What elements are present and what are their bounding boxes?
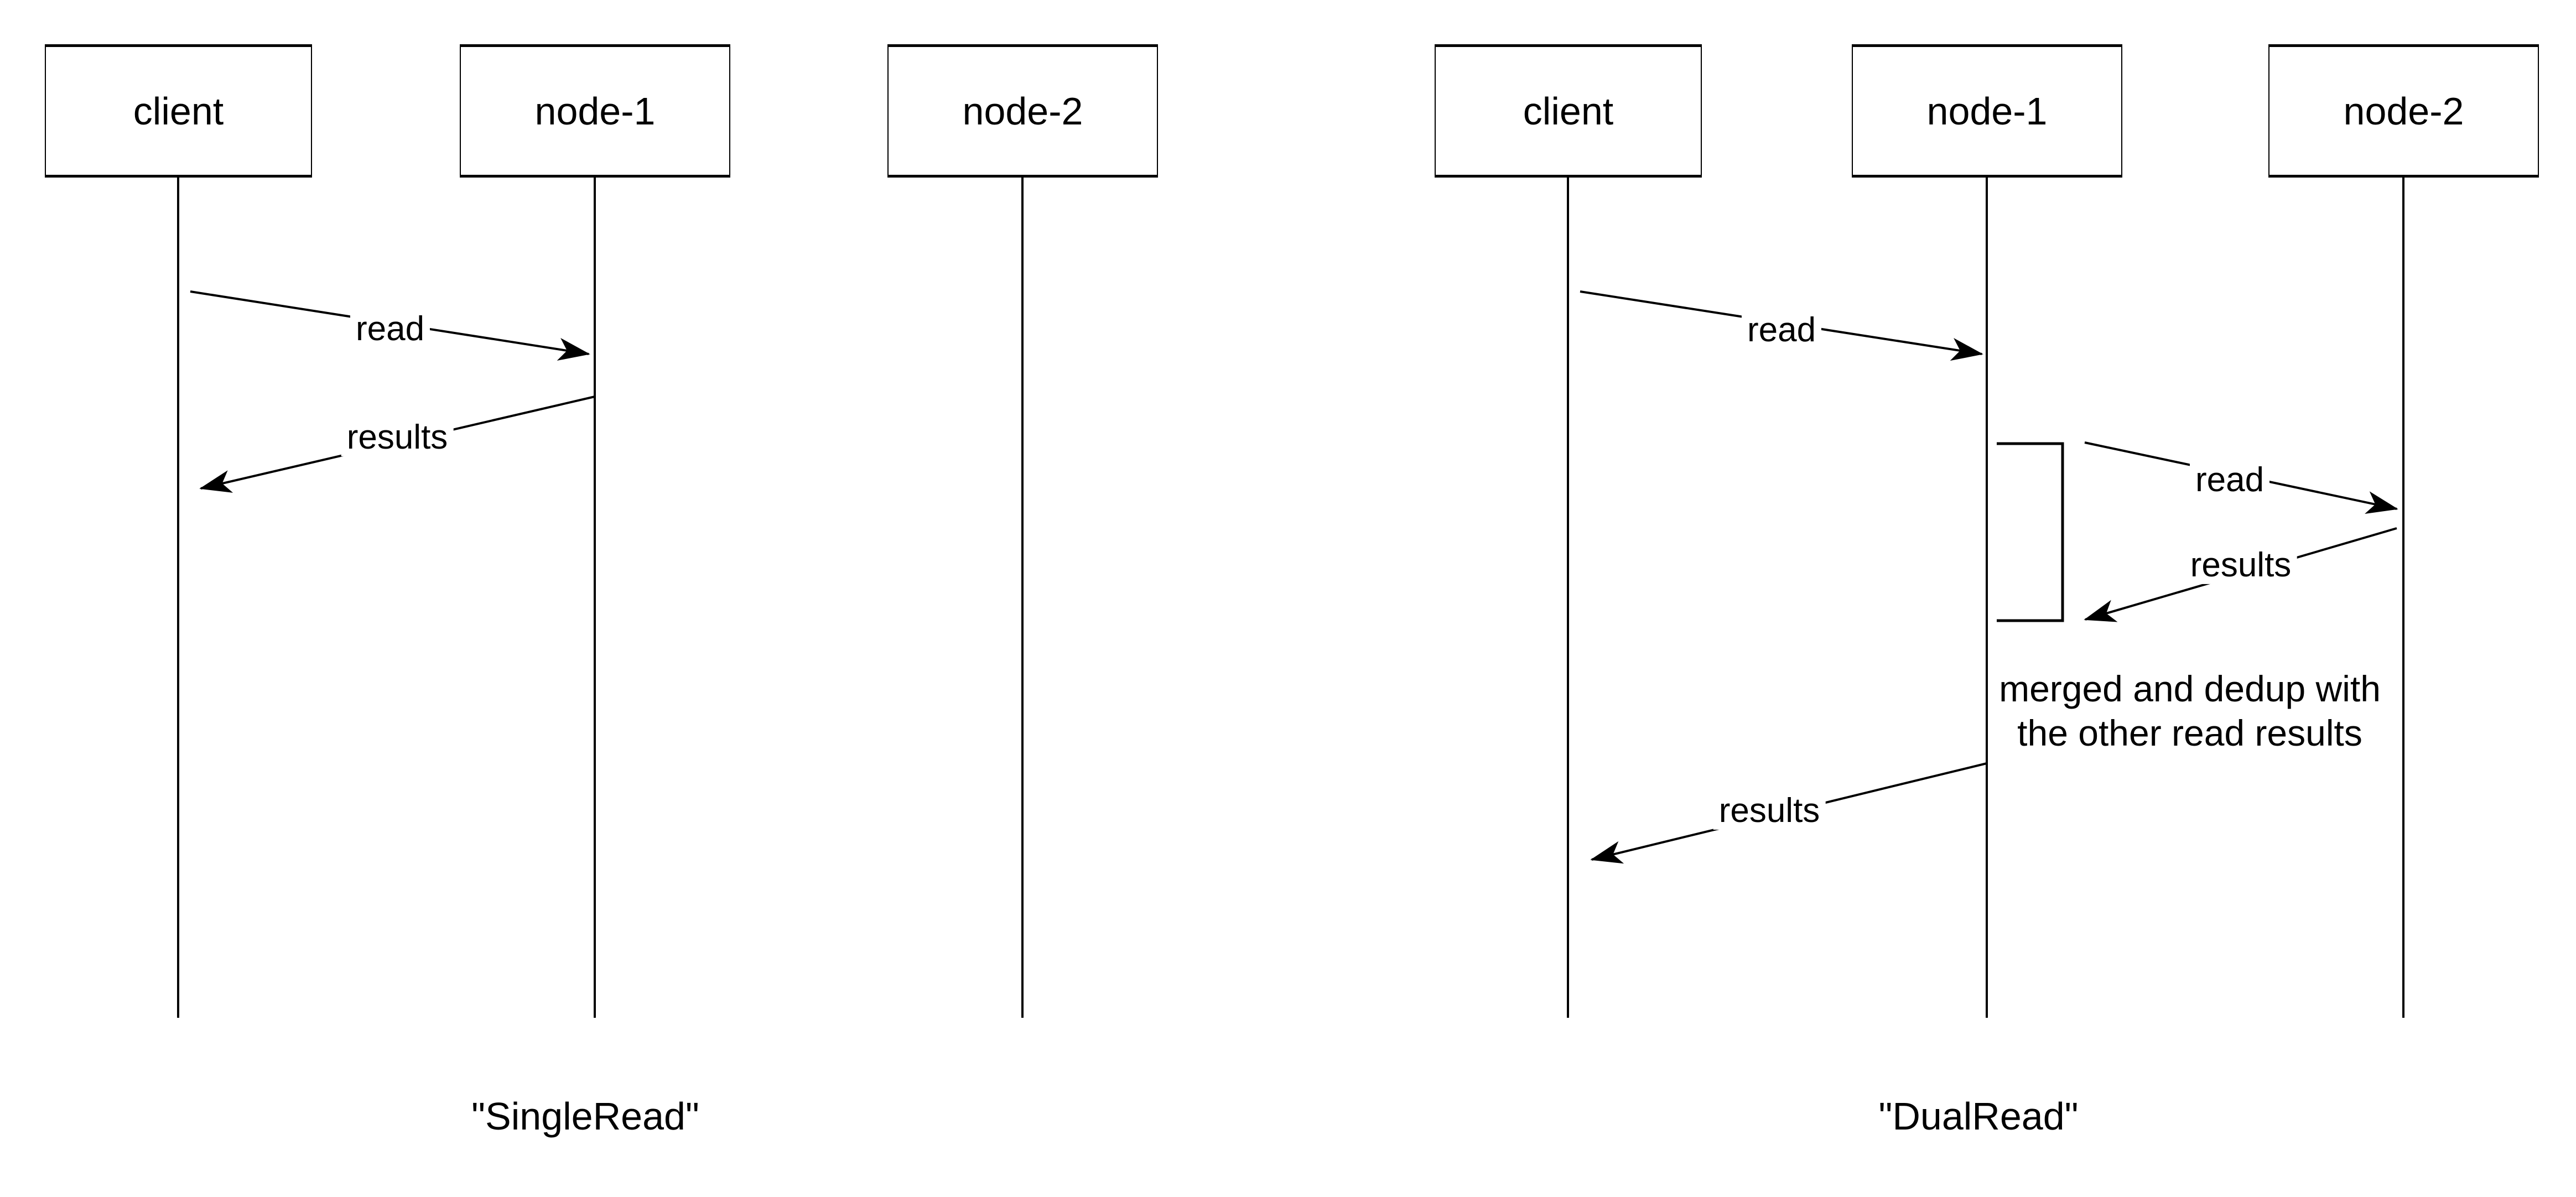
message-label-read: read (2189, 461, 2270, 499)
actor-box-dual-node-2: node-2 (2268, 44, 2539, 178)
actor-label: node-1 (534, 89, 656, 133)
actor-label: node-1 (1926, 89, 2048, 133)
actor-box-dual-node-1: node-1 (1852, 44, 2122, 178)
actor-box-single-node-1: node-1 (460, 44, 730, 178)
message-label-results: results (341, 418, 454, 457)
message-label-read: read (1741, 311, 1822, 350)
actor-label: node-2 (962, 89, 1083, 133)
note-line: the other read results (2017, 712, 2362, 753)
message-label-results: results (1713, 792, 1826, 830)
actor-label: client (1523, 89, 1614, 133)
actor-label: client (133, 89, 224, 133)
message-label-results: results (2184, 546, 2297, 585)
note-line: merged and dedup with (1999, 668, 2381, 709)
actor-label: node-2 (2343, 89, 2464, 133)
actor-box-single-node-2: node-2 (887, 44, 1158, 178)
message-label-read: read (350, 310, 430, 348)
caption-dual-read: "DualRead" (1878, 1095, 2079, 1138)
actor-box-dual-client: client (1435, 44, 1702, 178)
actor-box-single-client: client (45, 44, 312, 178)
caption-single-read: "SingleRead" (471, 1095, 699, 1138)
activation-bracket-node-1 (1997, 442, 2064, 622)
note-merge-dedup: merged and dedup with the other read res… (1999, 667, 2381, 755)
